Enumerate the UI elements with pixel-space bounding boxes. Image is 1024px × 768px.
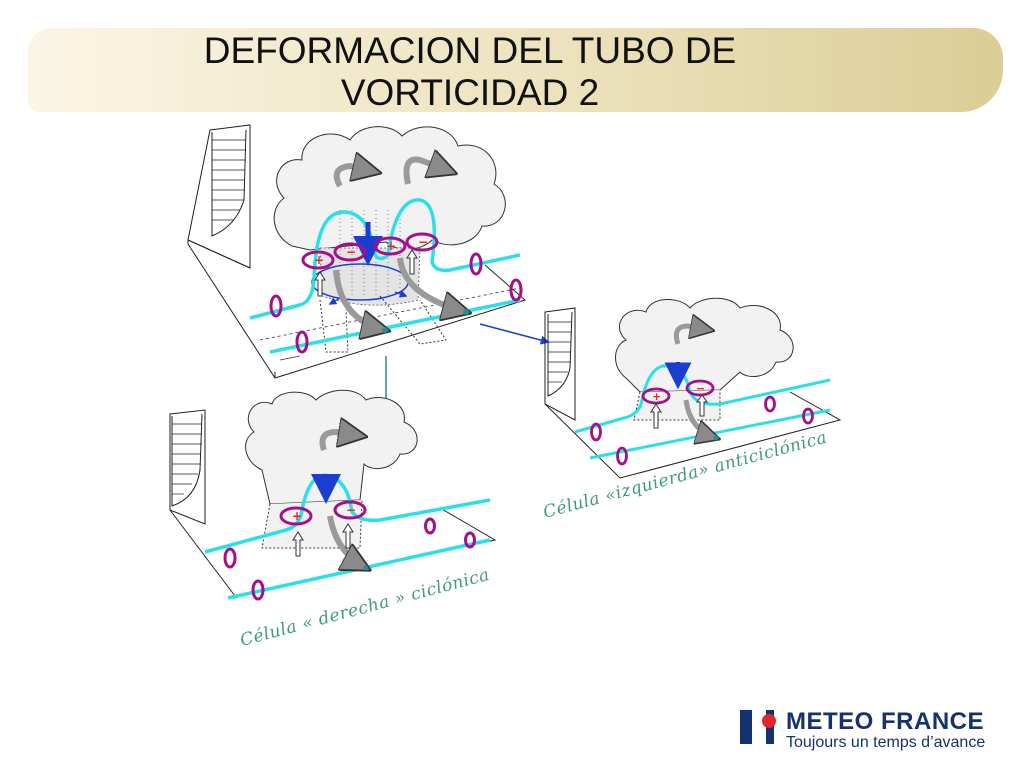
rotation-signs-top: + − + − [314, 235, 428, 267]
back-wall [187, 124, 251, 269]
logo-mark-icon [740, 710, 776, 744]
right-cell-diagram: +− [169, 389, 497, 601]
title-line-1: DEFORMACION DEL TUBO DE [203, 30, 737, 71]
svg-text:+: + [386, 239, 396, 253]
slide-title: DEFORMACION DEL TUBO DE VORTICIDAD 2 [200, 30, 740, 114]
meteo-france-logo: METEO FRANCE Toujours un temps d’avance [740, 708, 1000, 754]
svg-text:+: + [652, 390, 661, 403]
precip-core [319, 247, 421, 306]
title-line-2: VORTICIDAD 2 [340, 72, 600, 113]
svg-text:−: − [346, 245, 356, 259]
logo-tagline: Toujours un temps d’avance [786, 734, 986, 751]
top-diagram: + − + − [187, 124, 527, 379]
cloud-right-cell [245, 389, 418, 505]
caption-right-cell: Célula « derecha » ciclónica [238, 565, 492, 651]
svg-text:−: − [696, 382, 705, 395]
svg-text:−: − [418, 235, 428, 249]
rotation-rings-top [269, 232, 523, 354]
arrow-to-left-cell [479, 323, 550, 345]
svg-text:+: + [292, 509, 302, 523]
caption-left-cell: Célula «izquierda» anticiclónica [541, 428, 829, 523]
left-cell-diagram: +− [544, 297, 842, 479]
title-banner [28, 28, 1003, 112]
wind-profile-ticks [212, 139, 246, 221]
dashed-outline [319, 299, 349, 353]
small-up-arrows-top [314, 249, 418, 297]
ground-plane [187, 239, 527, 379]
svg-text:−: − [346, 503, 356, 517]
svg-text:+: + [314, 253, 324, 267]
cloud-top [273, 126, 506, 251]
cloud-left-cell [615, 297, 794, 393]
updraft-arrows-top [333, 160, 469, 334]
logo-brand: METEO FRANCE [786, 708, 984, 735]
